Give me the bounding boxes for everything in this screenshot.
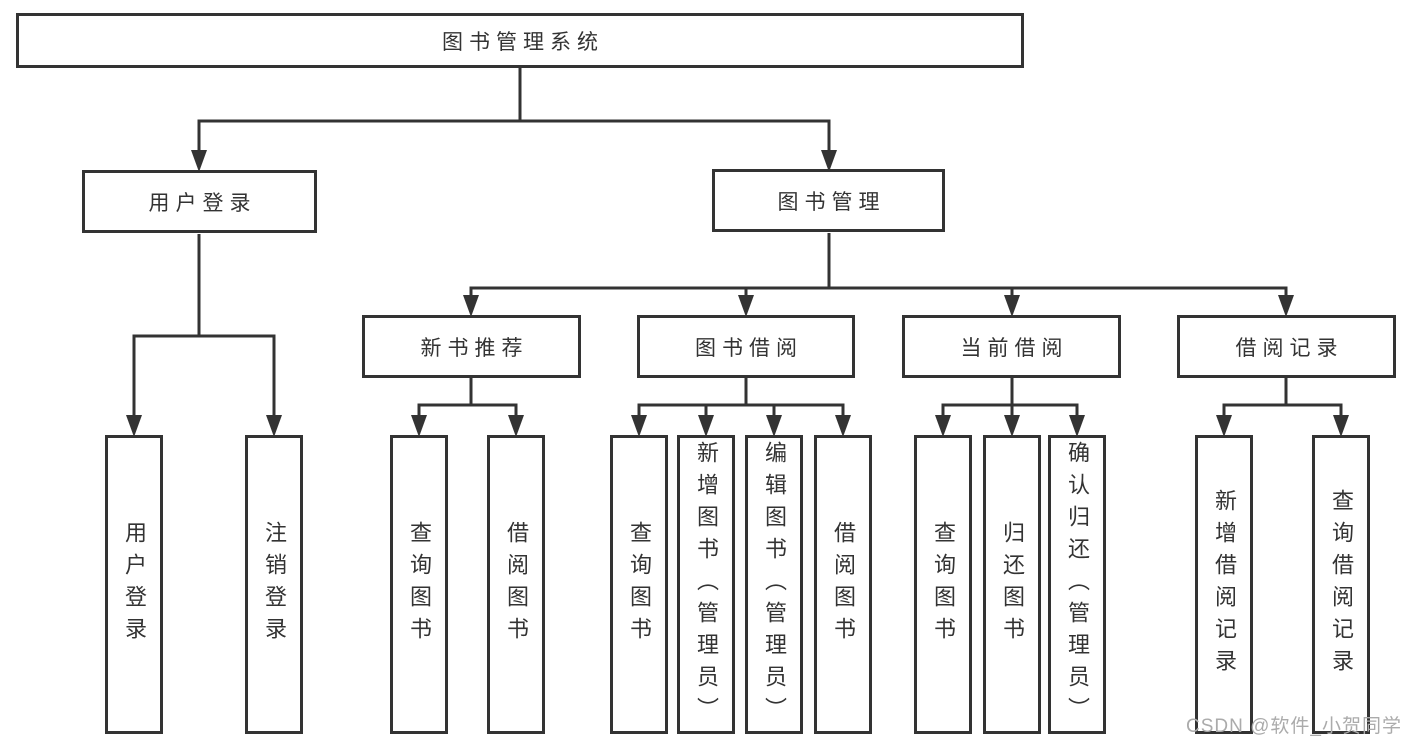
leaf-user-login: 用户登录 (105, 435, 163, 734)
node-book-borrow-label: 图书借阅 (695, 336, 803, 360)
node-root-label: 图书管理系统 (442, 30, 604, 54)
leaf-br-add-record-label: 新增借阅记录 (1212, 488, 1237, 681)
leaf-cb-return-books-label: 归还图书 (1000, 520, 1025, 649)
arrowheads (126, 150, 1349, 437)
leaf-bb-borrow-books-label: 借阅图书 (831, 520, 856, 649)
node-borrow-records-label: 借阅记录 (1235, 336, 1344, 360)
leaf-cb-confirm-return-admin: 确认归还（管理员） (1048, 435, 1106, 734)
node-book-management-label: 图书管理 (777, 190, 886, 214)
leaf-cb-query-books: 查询图书 (914, 435, 972, 734)
leaf-bb-add-books-admin-label: 新增图书（管理员） (694, 440, 719, 729)
connector-paths (132, 68, 1343, 416)
node-current-borrow-label: 当前借阅 (960, 336, 1069, 360)
node-root: 图书管理系统 (16, 13, 1024, 68)
leaf-br-add-record: 新增借阅记录 (1195, 435, 1253, 734)
leaf-br-query-record: 查询借阅记录 (1312, 435, 1370, 734)
leaf-cb-confirm-return-admin-label: 确认归还（管理员） (1065, 440, 1090, 729)
leaf-user-login-label: 用户登录 (122, 520, 147, 649)
node-new-book-recommend: 新书推荐 (362, 315, 581, 378)
leaf-nb-borrow-books-label: 借阅图书 (504, 520, 529, 649)
leaf-bb-edit-books-admin-label: 编辑图书（管理员） (762, 440, 787, 729)
node-new-book-recommend-label: 新书推荐 (420, 336, 529, 360)
node-user-login: 用户登录 (82, 170, 317, 233)
leaf-logout: 注销登录 (245, 435, 303, 734)
leaf-nb-query-books: 查询图书 (390, 435, 448, 734)
leaf-bb-query-books: 查询图书 (610, 435, 668, 734)
node-current-borrow: 当前借阅 (902, 315, 1121, 378)
leaf-bb-edit-books-admin: 编辑图书（管理员） (745, 435, 803, 734)
node-user-login-label: 用户登录 (148, 191, 257, 215)
leaf-cb-return-books: 归还图书 (983, 435, 1041, 734)
leaf-logout-label: 注销登录 (262, 520, 287, 649)
leaf-bb-add-books-admin: 新增图书（管理员） (677, 435, 735, 734)
node-borrow-records: 借阅记录 (1177, 315, 1396, 378)
leaf-nb-borrow-books: 借阅图书 (487, 435, 545, 734)
node-book-borrow: 图书借阅 (637, 315, 855, 378)
csdn-watermark: CSDN @软件_小贺同学 (1186, 716, 1402, 737)
leaf-bb-borrow-books: 借阅图书 (814, 435, 872, 734)
leaf-cb-query-books-label: 查询图书 (931, 520, 956, 649)
node-book-management: 图书管理 (712, 169, 945, 232)
leaf-nb-query-books-label: 查询图书 (407, 520, 432, 649)
leaf-br-query-record-label: 查询借阅记录 (1329, 488, 1354, 681)
leaf-bb-query-books-label: 查询图书 (627, 520, 652, 649)
